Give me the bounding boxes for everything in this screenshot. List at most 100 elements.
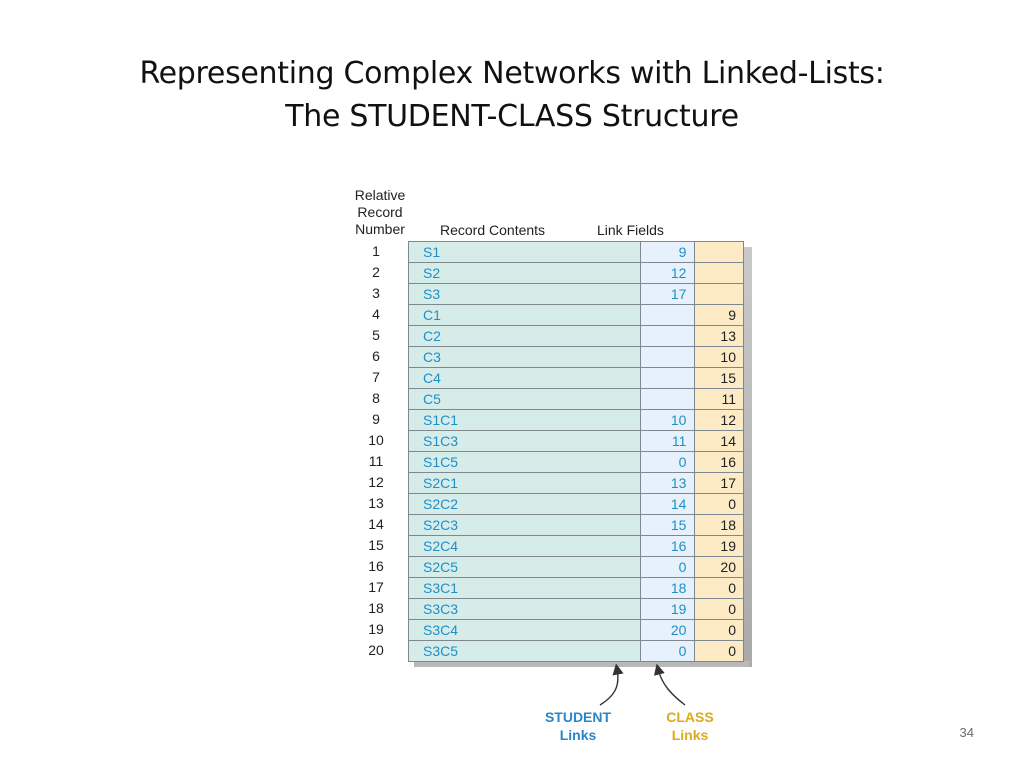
class-link-cell: 0 (694, 577, 744, 599)
link-fields-header: Link Fields (597, 222, 664, 238)
relative-record-number: 14 (368, 516, 384, 532)
title-line-1: Representing Complex Networks with Linke… (139, 56, 885, 91)
class-link-cell: 11 (694, 388, 744, 410)
record-contents-cell: S2C3 (407, 514, 642, 536)
relative-record-number: 12 (368, 474, 384, 490)
student-link-cell: 20 (640, 619, 696, 641)
student-link-cell (640, 325, 696, 347)
relative-record-number: 2 (372, 264, 380, 280)
record-contents-cell: S2C2 (407, 493, 642, 515)
link-arrows (599, 663, 686, 706)
header-relative-line-2: Record (357, 204, 403, 220)
relative-record-number: 10 (368, 432, 384, 448)
class-link-cell (694, 262, 744, 284)
class-label-line-2: Links (671, 727, 709, 743)
record-contents-cell: S2C5 (407, 556, 642, 578)
class-links-arrow (653, 663, 686, 706)
slide-title: Representing Complex Networks with Linke… (0, 52, 1024, 138)
record-contents-cell: S2 (407, 262, 642, 284)
record-row: C1 9 (407, 304, 744, 326)
relative-record-number: 1 (372, 243, 380, 259)
student-link-cell: 0 (640, 640, 696, 662)
student-link-cell: 12 (640, 262, 696, 284)
relative-record-number: 19 (368, 621, 384, 637)
record-contents-cell: C3 (407, 346, 642, 368)
class-link-cell: 0 (694, 619, 744, 641)
student-link-cell: 19 (640, 598, 696, 620)
relative-record-number: 20 (368, 642, 384, 658)
relative-record-number: 6 (372, 348, 380, 364)
class-link-cell: 12 (694, 409, 744, 431)
relative-record-number: 13 (368, 495, 384, 511)
class-link-cell: 0 (694, 598, 744, 620)
relative-record-number: 9 (372, 411, 380, 427)
class-link-cell: 14 (694, 430, 744, 452)
student-label-line-2: Links (559, 727, 597, 743)
page-number: 34 (959, 725, 974, 740)
student-link-cell: 15 (640, 514, 696, 536)
relative-record-number: 7 (372, 369, 380, 385)
record-contents-cell: S3C5 (407, 640, 642, 662)
record-contents-cell: S3 (407, 283, 642, 305)
relative-record-number: 17 (368, 579, 384, 595)
student-links-label: STUDENT Links (536, 708, 620, 744)
class-link-cell: 0 (694, 640, 744, 662)
title-line-2: The STUDENT-CLASS Structure (285, 99, 739, 134)
student-link-cell (640, 346, 696, 368)
relative-record-number: 15 (368, 537, 384, 553)
record-contents-header: Record Contents (440, 222, 546, 238)
relative-record-number: 4 (372, 306, 380, 322)
record-contents-cell: S1 (407, 241, 642, 263)
student-link-cell: 0 (640, 451, 696, 473)
class-link-cell: 17 (694, 472, 744, 494)
relative-record-number-header: Relative Record Number (348, 187, 412, 238)
relative-record-number: 8 (372, 390, 380, 406)
record-contents-cell: C2 (407, 325, 642, 347)
relative-record-number: 5 (372, 327, 380, 343)
relative-record-number: 3 (372, 285, 380, 301)
student-links-arrow (599, 663, 624, 706)
record-contents-cell: C4 (407, 367, 642, 389)
student-class-figure: Relative Record Number Record Contents L… (340, 185, 752, 745)
student-label-line-1: STUDENT (544, 709, 612, 725)
record-row: C4 15 (407, 367, 744, 389)
table-shadow-right (744, 247, 752, 667)
table-shadow-bottom (414, 661, 750, 667)
student-link-cell: 13 (640, 472, 696, 494)
record-contents-cell: C1 (407, 304, 642, 326)
class-link-cell: 20 (694, 556, 744, 578)
class-link-cell (694, 241, 744, 263)
student-link-cell: 9 (640, 241, 696, 263)
class-link-cell: 19 (694, 535, 744, 557)
relative-record-number: 11 (368, 453, 384, 469)
class-links-label: CLASS Links (658, 708, 722, 744)
student-link-cell: 10 (640, 409, 696, 431)
student-link-cell (640, 388, 696, 410)
relative-record-number: 16 (368, 558, 384, 574)
student-link-cell: 18 (640, 577, 696, 599)
class-link-cell: 0 (694, 493, 744, 515)
class-link-cell (694, 283, 744, 305)
record-contents-cell: S3C4 (407, 619, 642, 641)
student-link-cell: 17 (640, 283, 696, 305)
header-relative-line-1: Relative (354, 187, 406, 203)
class-link-cell: 15 (694, 367, 744, 389)
student-link-cell (640, 304, 696, 326)
record-contents-cell: S1C5 (407, 451, 642, 473)
class-link-cell: 9 (694, 304, 744, 326)
